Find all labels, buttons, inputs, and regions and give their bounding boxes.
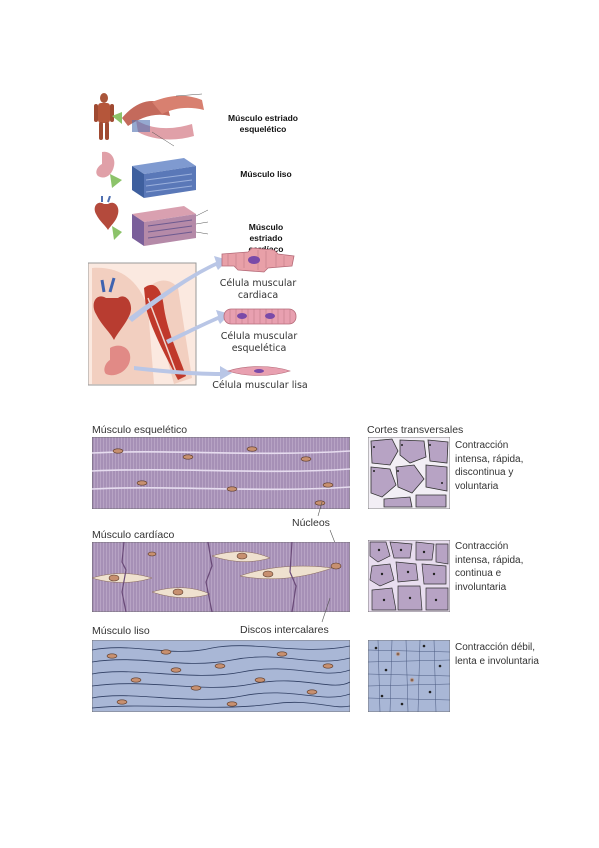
skeletal-muscle-illustration bbox=[94, 93, 204, 147]
cardiac-muscle-illustration bbox=[94, 196, 209, 246]
label-skeletal-striated: Músculo estriado esquelético bbox=[228, 113, 298, 134]
smooth-muscle-illustration bbox=[96, 151, 196, 198]
smooth-longitudinal-section bbox=[92, 640, 350, 712]
nucleus bbox=[248, 256, 260, 264]
label-skeletal-cell: Célula muscular esquelética bbox=[220, 331, 298, 354]
human-figure-icon bbox=[94, 93, 114, 140]
desc-smooth: Contracción débil, lenta e involuntaria bbox=[455, 642, 539, 667]
skeletal-longitudinal-section bbox=[92, 437, 350, 509]
cardiac-tissue-block bbox=[132, 206, 196, 246]
label-nuclei: Núcleos bbox=[292, 517, 330, 529]
skeletal-cross-section bbox=[368, 437, 450, 509]
label-intercalated-discs: Discos intercalares bbox=[240, 624, 329, 636]
title-cardiac-muscle: Músculo cardíaco bbox=[92, 529, 175, 541]
nucleus bbox=[254, 369, 264, 373]
label-smooth-cell: Célula muscular lisa bbox=[212, 380, 308, 391]
arrow-to-skeletal-cell bbox=[166, 310, 230, 344]
smooth-cell-drawing bbox=[227, 366, 291, 376]
label-cardiac-cell: Célula muscular cardiaca bbox=[219, 278, 297, 301]
desc-cardiac: Contracción intensa, rápida, continua e … bbox=[455, 541, 524, 593]
nucleus bbox=[237, 313, 247, 319]
cardiac-longitudinal-section bbox=[92, 542, 350, 612]
title-smooth-muscle: Músculo liso bbox=[92, 625, 150, 637]
title-cross-sections: Cortes transversales bbox=[367, 424, 464, 436]
stomach-icon bbox=[96, 151, 115, 178]
body-cells-illustration bbox=[88, 256, 232, 386]
smooth-cross-section bbox=[368, 640, 450, 712]
label-smooth: Músculo liso bbox=[240, 169, 292, 179]
cardiac-cross-section bbox=[368, 540, 450, 612]
skeletal-cell-drawing bbox=[223, 308, 297, 325]
title-skeletal-muscle: Músculo esquelético bbox=[92, 424, 188, 436]
cardiac-cell-drawing bbox=[221, 247, 295, 273]
arm-muscle-icon bbox=[144, 284, 186, 380]
stomach-icon bbox=[104, 345, 131, 376]
arrow-to-cardiac-cell bbox=[128, 256, 228, 322]
desc-skeletal: Contracción intensa, rápida, discontinua… bbox=[455, 440, 524, 492]
smooth-tissue-block bbox=[132, 158, 196, 198]
heart-icon bbox=[94, 196, 119, 230]
discs-pointer-line bbox=[321, 597, 331, 623]
nucleus bbox=[265, 313, 275, 319]
heart-icon bbox=[93, 277, 132, 340]
arrow-to-smooth-cell bbox=[134, 366, 232, 380]
